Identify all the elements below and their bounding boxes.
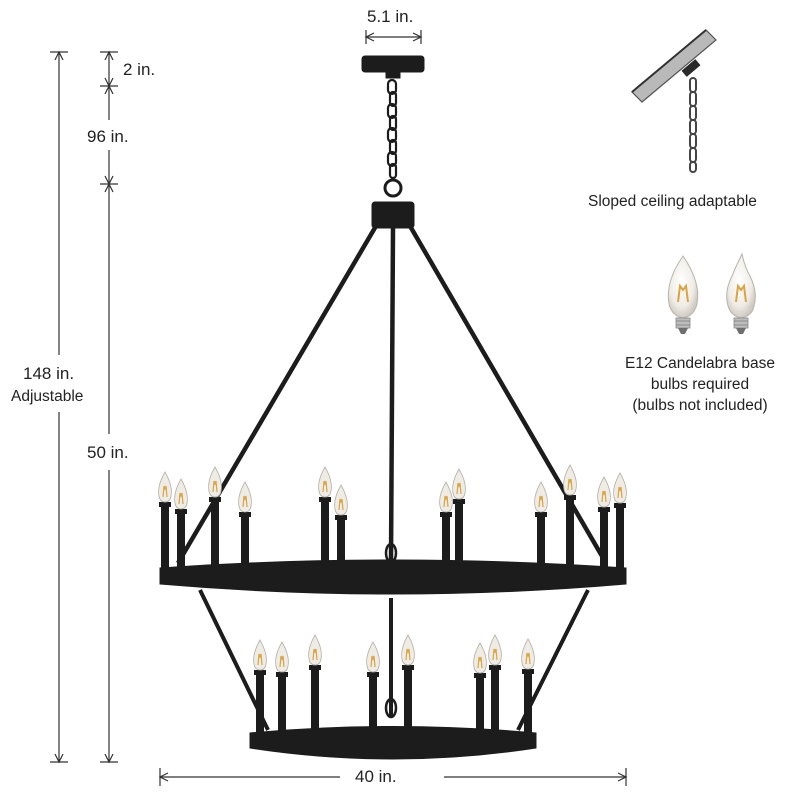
fixture-width-dimension-line [158,768,628,786]
lower-ring [249,726,537,760]
fixture-height-dimension-line [100,182,118,764]
flame-tip-bulb-icon [726,252,756,334]
canopy-height-label: 2 in. [123,60,156,79]
upper-candle-arms [158,464,627,570]
candle-arm [488,634,502,735]
candle-arm [521,638,535,735]
candle-arm [452,468,466,570]
bulb-caption-line-3: (bulbs not included) [632,397,768,414]
adjustable-label: Adjustable [11,388,84,405]
candle-arm [174,478,188,570]
lower-candle-arms [253,634,535,735]
hanging-chain [383,78,403,198]
candle-arm [238,481,252,570]
torpedo-bulb-icon [667,255,699,334]
sloped-ceiling-chain-icon [631,29,717,173]
bulb-caption-line-1: E12 Candelabra base [625,355,775,372]
candle-arm [439,481,453,570]
total-height-label: 148 in. [23,364,75,383]
ceiling-canopy [361,55,425,73]
candle-arm [158,471,172,570]
canopy-width-label: 5.1 in. [367,7,414,26]
center-hub [371,201,415,229]
candle-arm [318,466,332,570]
candle-arm [401,634,415,735]
chandelier [159,55,627,760]
candle-arm [308,634,322,735]
sloped-ceiling-caption: Sloped ceiling adaptable [588,193,757,210]
chain-length-label: 96 in. [87,127,129,146]
candle-arm [208,466,222,570]
candle-arm [334,484,348,570]
bulb-caption-line-2: bulbs required [650,376,750,393]
upper-ring [159,559,627,595]
candle-arm [534,481,548,570]
candle-arm [366,641,380,735]
total-height-dimension-line [50,50,68,764]
canopy-height-dimension-line [100,50,118,88]
candle-arm [597,476,611,570]
fixture-width-label: 40 in. [355,767,397,786]
candle-arm [473,642,487,735]
canopy-width-dimension-line [364,30,423,44]
candle-arm [613,472,627,570]
candle-arm [275,641,289,735]
candle-arm [253,639,267,735]
fixture-height-label: 50 in. [87,443,129,462]
candle-arm [563,464,577,570]
